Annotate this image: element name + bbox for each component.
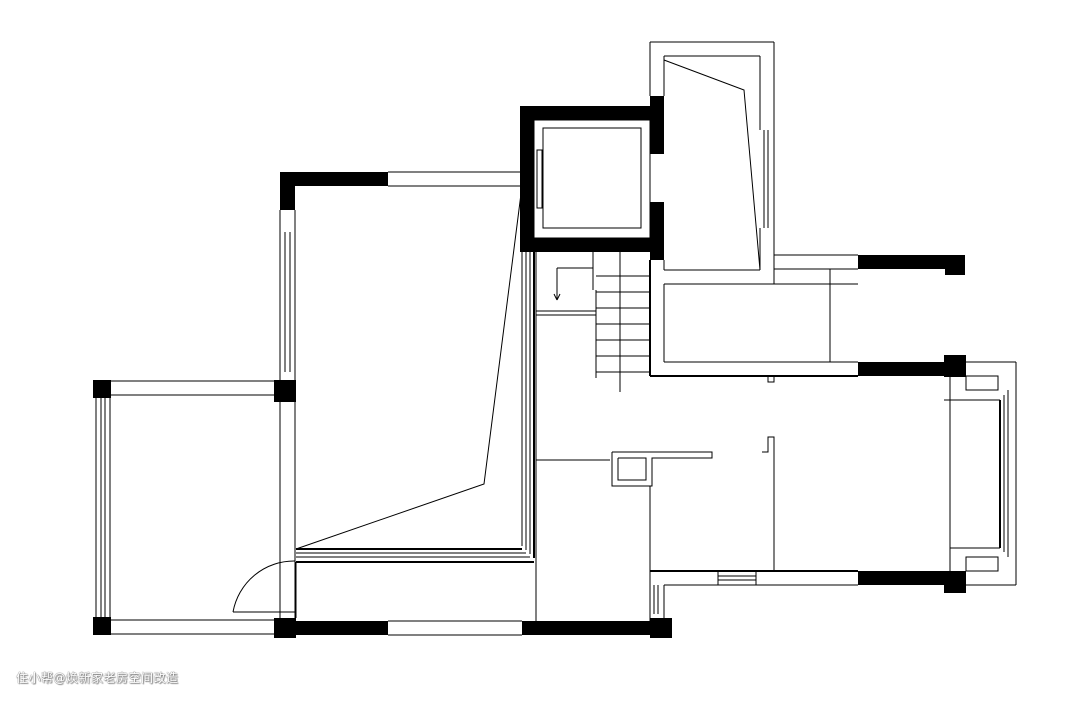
wall-segment — [520, 238, 664, 252]
wall-segment — [650, 96, 664, 154]
wall-segment — [945, 255, 965, 275]
structural-walls — [93, 96, 966, 638]
wall-segment — [274, 618, 296, 638]
watermark-text: 住小帮@焕新家老房空间改造 — [16, 671, 179, 685]
wall-segment — [858, 255, 952, 269]
wall-segment — [280, 172, 388, 186]
wall-segment — [944, 571, 966, 593]
wall-segment — [280, 172, 295, 210]
wall-segment — [520, 106, 652, 120]
wall-segment — [520, 106, 534, 252]
wall-segment — [858, 571, 944, 585]
wall-segment — [650, 618, 672, 638]
wall-segment — [944, 355, 966, 377]
room-outlines — [95, 41, 1017, 636]
wall-segment — [296, 621, 388, 635]
wall-segment — [650, 202, 664, 260]
wall-segment — [93, 380, 111, 398]
wall-segment — [858, 362, 944, 376]
wall-segment — [93, 617, 111, 635]
wall-segment — [522, 621, 650, 635]
wall-segment — [274, 380, 296, 402]
